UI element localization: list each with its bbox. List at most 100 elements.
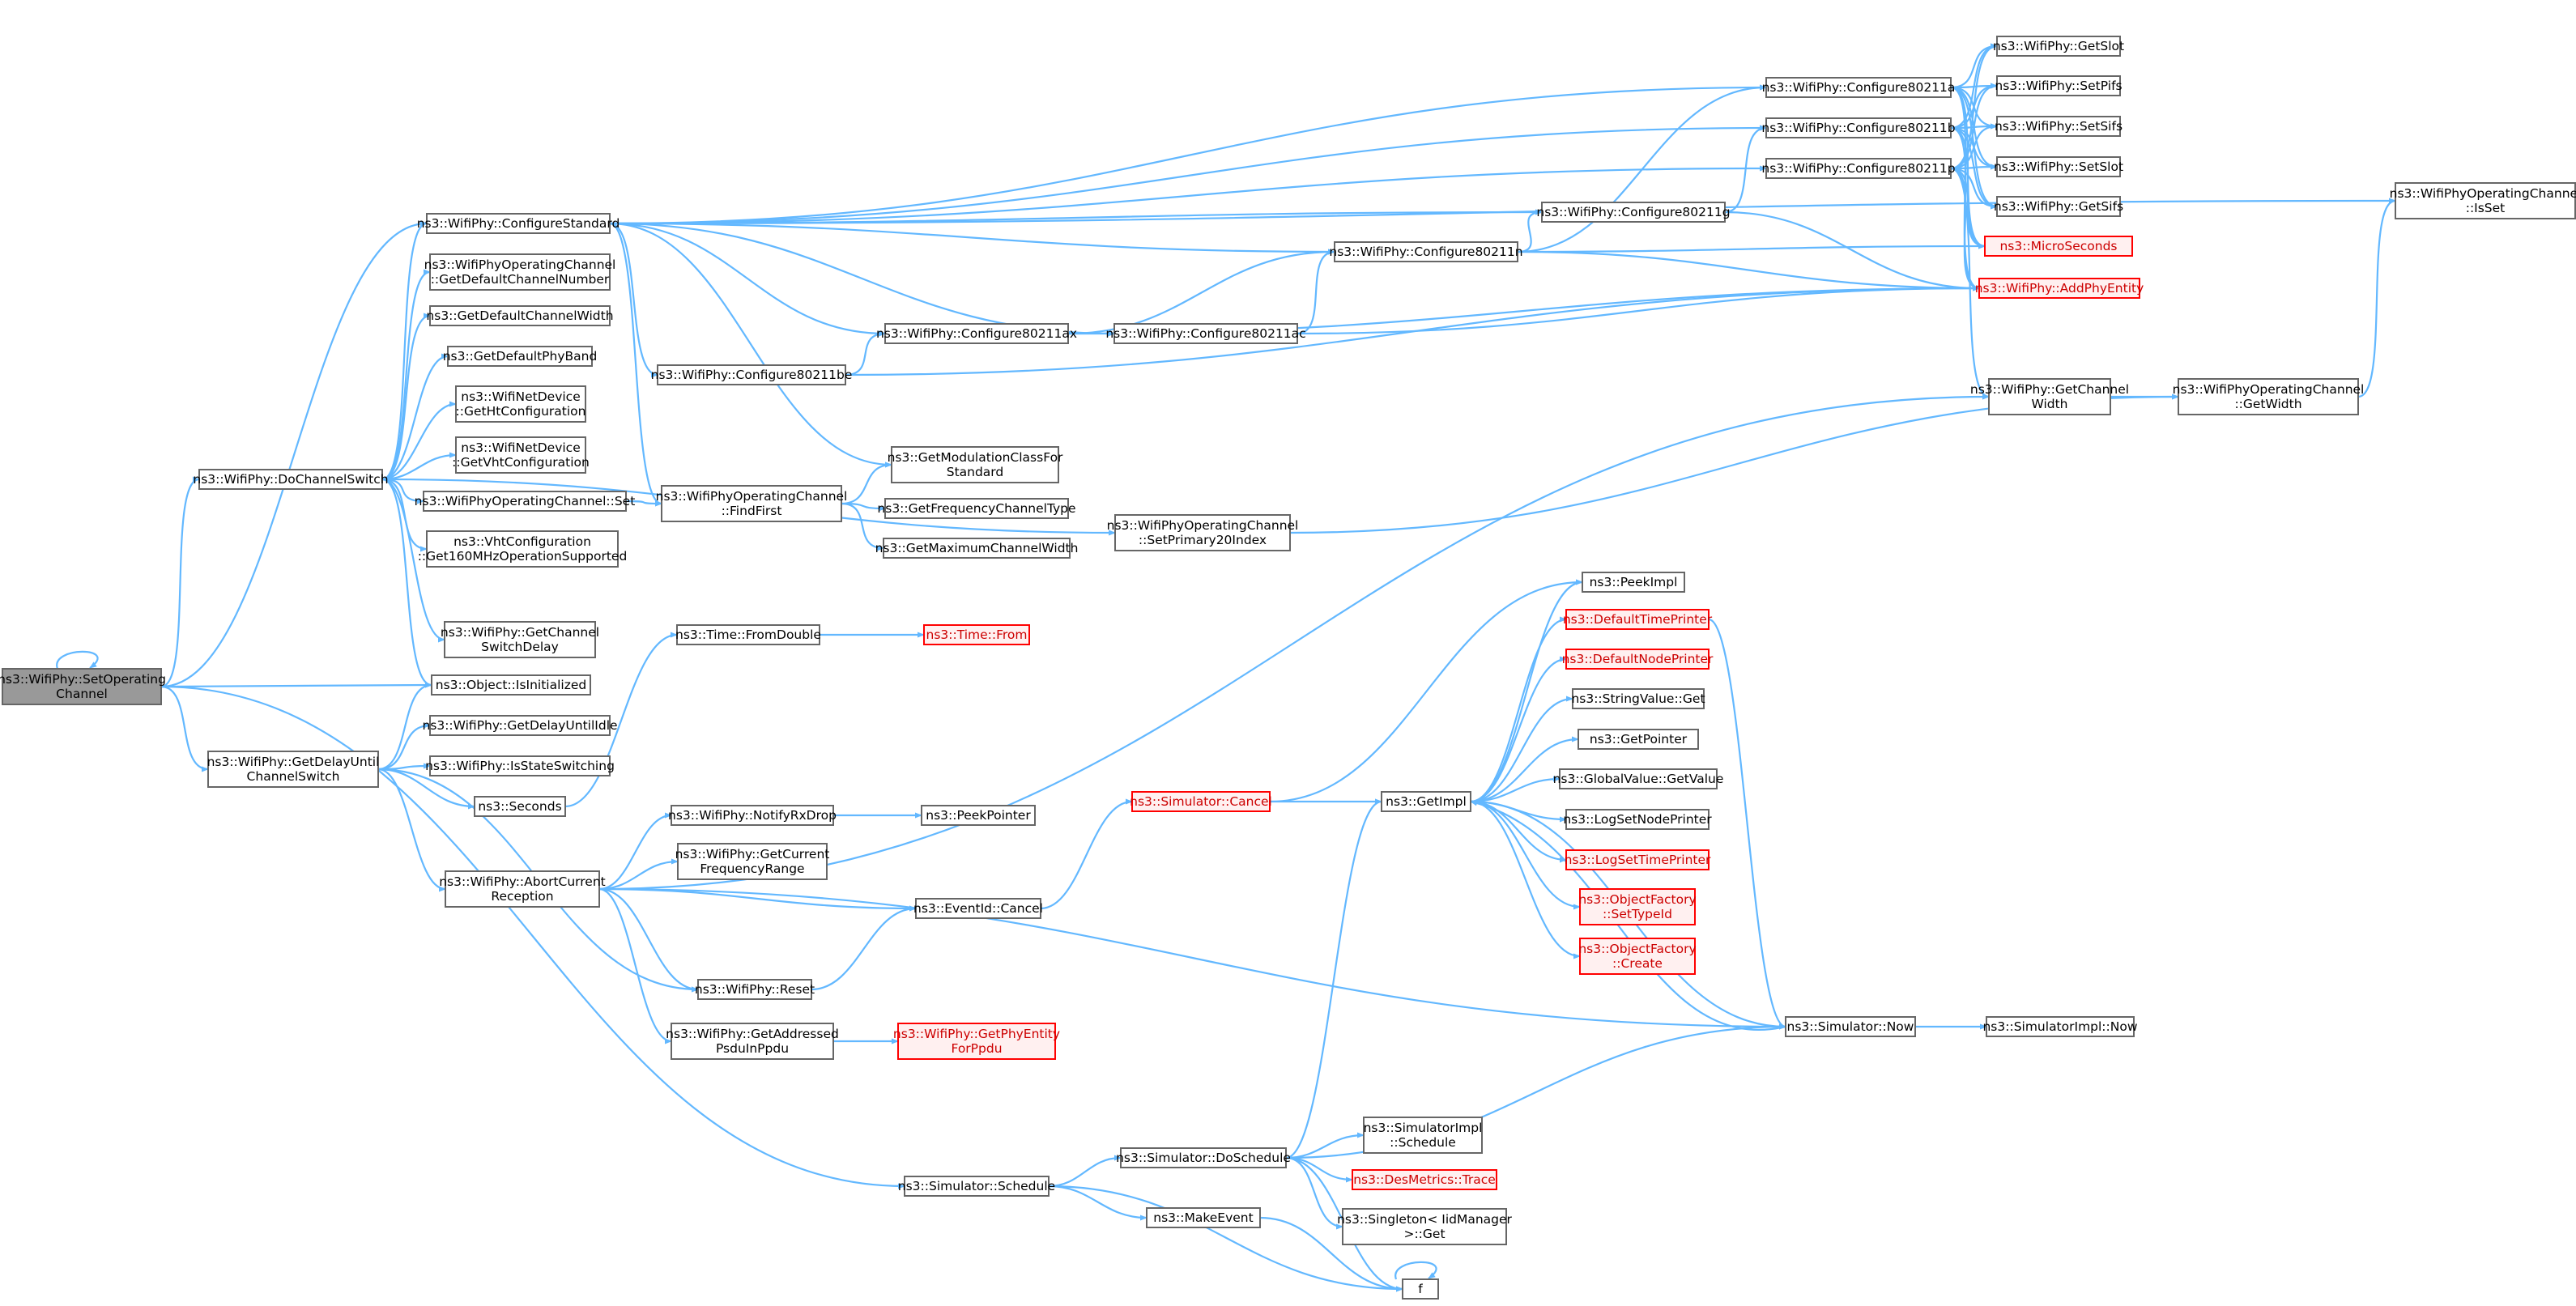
- node-simimplschedule[interactable]: ns3::SimulatorImpl::Schedule: [1363, 1117, 1483, 1154]
- node-objfactsettype[interactable]: ns3::ObjectFactory::SetTypeId: [1578, 888, 1697, 925]
- node-box: [445, 870, 600, 908]
- node-setprimary20[interactable]: ns3::WifiPhyOperatingChannel::SetPrimary…: [1107, 514, 1299, 551]
- node-getdefchw[interactable]: ns3::GetDefaultChannelWidth: [426, 305, 614, 326]
- node-makeevent[interactable]: ns3::MakeEvent: [1146, 1207, 1261, 1228]
- node-isstatesw[interactable]: ns3::WifiPhy::IsStateSwitching: [425, 755, 615, 776]
- node-getdelayidle[interactable]: ns3::WifiPhy::GetDelayUntilIdle: [422, 715, 618, 736]
- node-getfreqchtype[interactable]: ns3::GetFrequencyChannelType: [877, 498, 1076, 519]
- node-label: ns3::WifiPhyOperatingChannel: [424, 257, 616, 272]
- node-getpointer[interactable]: ns3::GetPointer: [1578, 729, 1699, 750]
- edge-cfgstd-to-cfg11ax: [609, 222, 886, 337]
- node-cfgstd[interactable]: ns3::WifiPhy::ConfigureStandard: [417, 213, 620, 234]
- node-getmaxchw[interactable]: ns3::GetMaximumChannelWidth: [875, 538, 1079, 559]
- node-timefrom[interactable]: ns3::Time::From: [923, 624, 1030, 645]
- node-simnow[interactable]: ns3::Simulator::Now: [1785, 1016, 1916, 1037]
- node-defnodeprinter[interactable]: ns3::DefaultNodePrinter: [1562, 649, 1714, 670]
- node-getvht[interactable]: ns3::WifiNetDevice::GetVhtConfiguration: [452, 436, 590, 474]
- node-simcancel[interactable]: ns3::Simulator::Cancel: [1130, 791, 1272, 812]
- node-schedule[interactable]: ns3::Simulator::Schedule: [898, 1176, 1055, 1197]
- edge-cfgstd-to-cfg11a: [609, 84, 1767, 225]
- node-timefromdouble[interactable]: ns3::Time::FromDouble: [675, 624, 821, 645]
- node-box: [915, 898, 1041, 919]
- node-label: ns3::DefaultNodePrinter: [1562, 652, 1714, 666]
- node-logsettime[interactable]: ns3::LogSetTimePrinter: [1565, 849, 1711, 870]
- node-box: [1342, 1208, 1507, 1245]
- node-cfg11b[interactable]: ns3::WifiPhy::Configure80211b: [1761, 117, 1956, 138]
- node-reset[interactable]: ns3::WifiPhy::Reset: [695, 979, 815, 1000]
- node-label: ns3::WifiPhy::Configure80211b: [1761, 121, 1955, 135]
- node-globalvalue[interactable]: ns3::GlobalValue::GetValue: [1553, 768, 1724, 789]
- edge-cfg11g-to-cfg11b: [1724, 125, 1767, 214]
- node-addphyentity[interactable]: ns3::WifiPhy::AddPhyEntity: [1975, 278, 2144, 299]
- node-f[interactable]: f: [1402, 1278, 1439, 1300]
- node-notifyrxdrop[interactable]: ns3::WifiPhy::NotifyRxDrop: [668, 805, 837, 826]
- node-getslot[interactable]: ns3::WifiPhy::GetSlot: [1993, 36, 2124, 57]
- node-peekpointer[interactable]: ns3::PeekPointer: [921, 805, 1036, 826]
- node-simimplnow[interactable]: ns3::SimulatorImpl::Now: [1982, 1016, 2138, 1037]
- node-cfg11p[interactable]: ns3::WifiPhy::Configure80211p: [1761, 158, 1956, 179]
- node-cfg11g[interactable]: ns3::WifiPhy::Configure80211g: [1536, 202, 1731, 223]
- node-getimpl[interactable]: ns3::GetImpl: [1381, 791, 1471, 812]
- node-box: [1565, 609, 1710, 630]
- node-dochsw[interactable]: ns3::WifiPhy::DoChannelSwitch: [193, 469, 389, 490]
- node-deftimeprinter[interactable]: ns3::DefaultTimePrinter: [1563, 609, 1713, 630]
- node-desmetrics[interactable]: ns3::DesMetrics::Trace: [1352, 1169, 1497, 1190]
- edge-cfg11p-to-microseconds: [1950, 167, 1986, 249]
- node-objfactcreate[interactable]: ns3::ObjectFactory::Create: [1578, 938, 1697, 975]
- node-getdefchnum[interactable]: ns3::WifiPhyOperatingChannel::GetDefault…: [424, 253, 616, 291]
- node-opchset[interactable]: ns3::WifiPhyOperatingChannel::Set: [415, 491, 636, 512]
- node-getht[interactable]: ns3::WifiNetDevice::GetHtConfiguration: [455, 385, 586, 423]
- node-logsetnode[interactable]: ns3::LogSetNodePrinter: [1563, 809, 1712, 830]
- node-peekimpl[interactable]: ns3::PeekImpl: [1582, 572, 1685, 593]
- node-cfg11ax[interactable]: ns3::WifiPhy::Configure80211ax: [876, 323, 1077, 344]
- node-singleton[interactable]: ns3::Singleton< IidManager>::Get: [1337, 1208, 1513, 1245]
- edge-cfgstd-to-getmodclass: [609, 222, 892, 468]
- node-findfirst[interactable]: ns3::WifiPhyOperatingChannel::FindFirst: [656, 485, 848, 522]
- node-cfg11ac[interactable]: ns3::WifiPhy::Configure80211ac: [1105, 323, 1306, 344]
- node-cfg11n[interactable]: ns3::WifiPhy::Configure80211n: [1329, 241, 1523, 262]
- node-label: ns3::WifiPhyOperatingChannel: [2173, 382, 2365, 397]
- node-doschedule[interactable]: ns3::Simulator::DoSchedule: [1116, 1147, 1291, 1168]
- node-box: [1559, 768, 1718, 789]
- node-setslot[interactable]: ns3::WifiPhy::SetSlot: [1994, 156, 2123, 177]
- node-getdefband[interactable]: ns3::GetDefaultPhyBand: [443, 346, 598, 367]
- edge-reset-to-eventcancel: [811, 905, 917, 991]
- node-label: ns3::SimulatorImpl::Now: [1982, 1019, 2137, 1034]
- edge-root-to-root: [56, 650, 99, 670]
- node-label: ns3::WifiPhy::ConfigureStandard: [417, 216, 620, 231]
- node-isinit[interactable]: ns3::Object::IsInitialized: [431, 674, 591, 696]
- node-setsifs[interactable]: ns3::WifiPhy::SetSifs: [1995, 116, 2123, 137]
- node-cfg11be[interactable]: ns3::WifiPhy::Configure80211be: [651, 364, 853, 385]
- edge-getdelaychsw-to-isinit: [377, 682, 432, 771]
- node-microseconds[interactable]: ns3::MicroSeconds: [1984, 236, 2133, 257]
- node-box: [426, 530, 619, 568]
- edge-cfg11g-to-addphyentity: [1724, 211, 1980, 291]
- node-label: ns3::PeekImpl: [1590, 575, 1678, 589]
- node-opchgetwidth[interactable]: ns3::WifiPhyOperatingChannel::GetWidth: [2173, 378, 2365, 415]
- node-opchisset[interactable]: ns3::WifiPhyOperatingChannel::IsSet: [2390, 182, 2576, 219]
- node-seconds[interactable]: ns3::Seconds: [474, 796, 566, 817]
- node-label: ns3::Object::IsInitialized: [436, 678, 586, 692]
- node-cfg11a[interactable]: ns3::WifiPhy::Configure80211a: [1762, 77, 1956, 98]
- node-stringvalueget[interactable]: ns3::StringValue::Get: [1571, 688, 1705, 709]
- node-setpifs[interactable]: ns3::WifiPhy::SetPifs: [1995, 75, 2123, 96]
- edge-cfg11be-to-cfg11ax: [845, 330, 886, 376]
- node-eventcancel[interactable]: ns3::EventId::Cancel: [913, 898, 1043, 919]
- node-box: [897, 1023, 1056, 1060]
- node-getsifs[interactable]: ns3::WifiPhy::GetSifs: [1994, 196, 2123, 217]
- edge-schedule-to-f: [1048, 1185, 1403, 1292]
- node-label: ns3::Seconds: [478, 799, 561, 814]
- node-label: ns3::WifiPhy::IsStateSwitching: [425, 759, 615, 773]
- edge-deftimeprinter-to-simnow: [1708, 618, 1786, 1030]
- edge-abortcur-to-notifyrxdrop: [598, 812, 672, 891]
- node-vht160[interactable]: ns3::VhtConfiguration::Get160MHzOperatio…: [418, 530, 628, 568]
